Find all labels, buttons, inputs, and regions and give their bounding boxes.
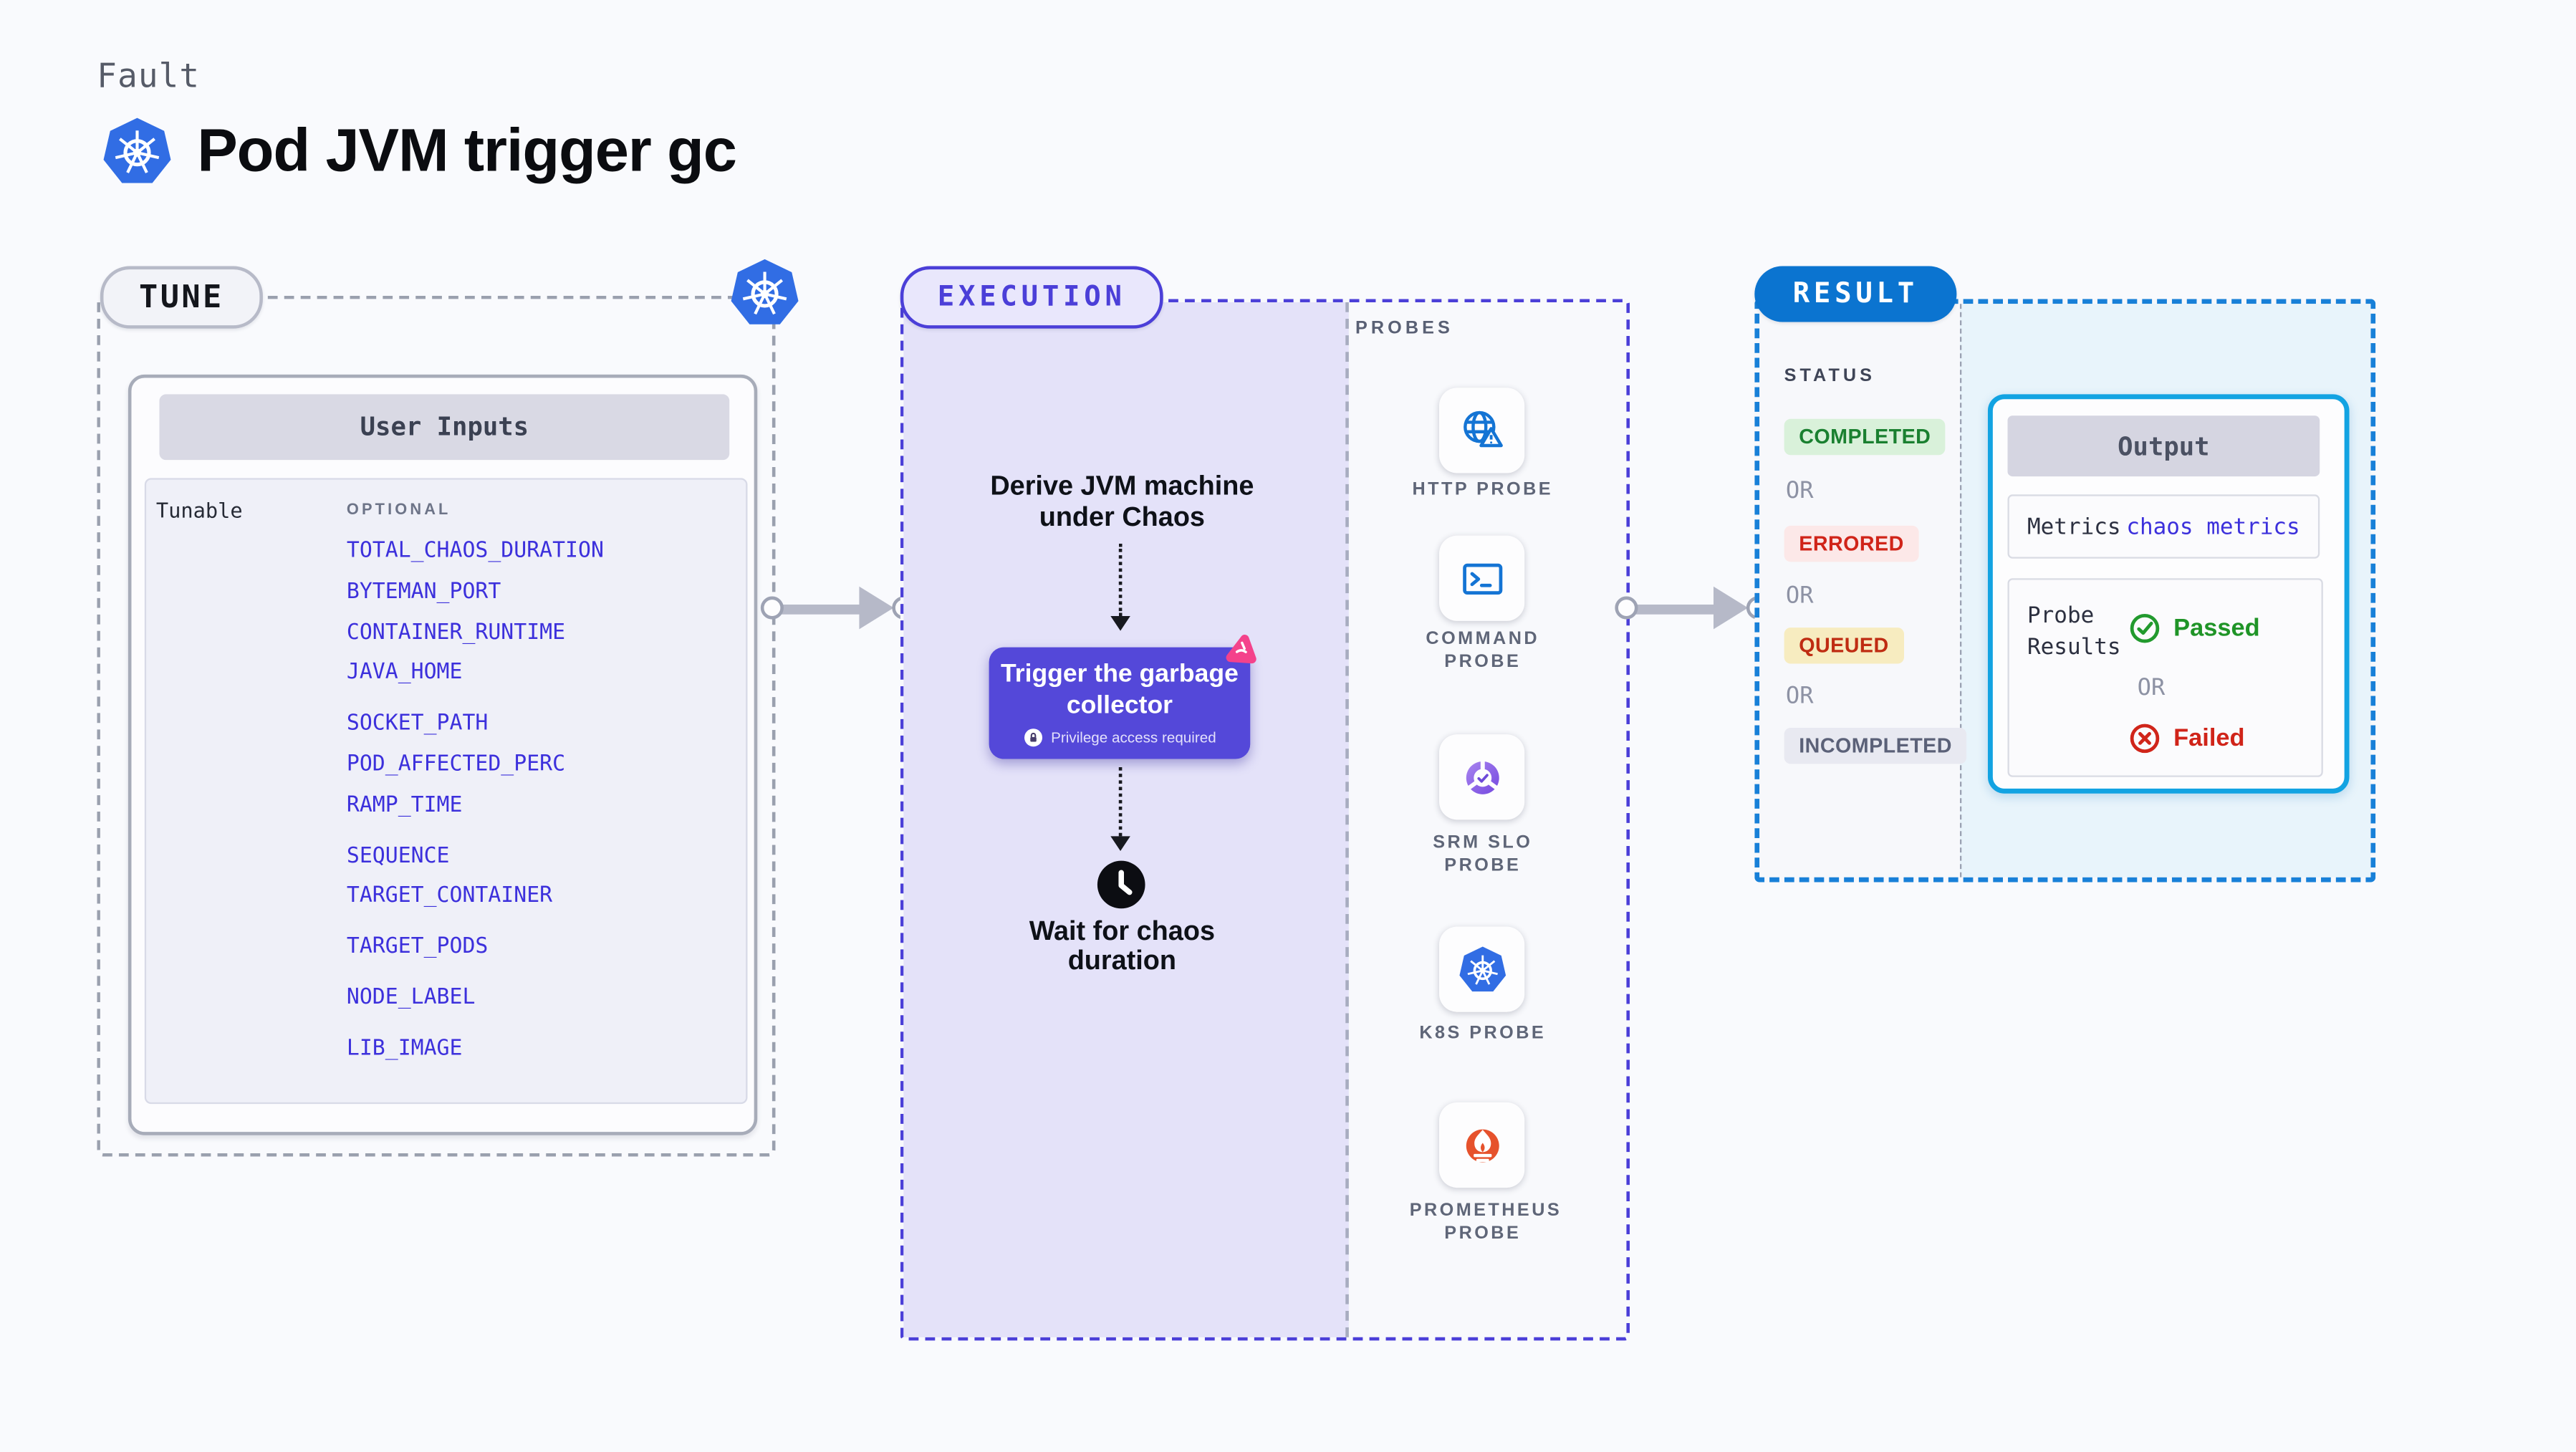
passed-label: Passed (2173, 614, 2260, 643)
page-title: Pod JVM trigger gc (197, 116, 737, 184)
probe-label: HTTP PROBE (1412, 479, 1554, 500)
param-link[interactable]: TARGET_CONTAINER (346, 884, 553, 910)
step-connector (1118, 767, 1123, 837)
param-link[interactable]: TARGET_PODS (346, 935, 489, 960)
output-header: Output (2007, 415, 2320, 477)
execution-lane (903, 302, 1349, 1337)
flow-arrow-tune-to-execution (760, 578, 915, 630)
trigger-gc-button[interactable]: Trigger the garbage collector Privilege … (989, 647, 1251, 759)
clock-icon (1097, 860, 1145, 909)
status-badge-completed: COMPLETED (1784, 418, 1946, 456)
trigger-gc-title: Trigger the garbage collector (1000, 660, 1239, 719)
probe-card-prometheus[interactable] (1438, 1102, 1525, 1188)
probes-label: PROBES (1355, 318, 1453, 339)
passed-check-icon (2130, 613, 2160, 643)
or-separator: OR (1785, 478, 1814, 505)
privilege-note: Privilege access required (1051, 729, 1216, 746)
kubernetes-logo-icon (100, 115, 174, 189)
result-badge: RESULT (1754, 266, 1957, 322)
arrow-endpoint-circle (1615, 596, 1638, 620)
arrow-head (859, 586, 894, 630)
probe-label: SRM SLO PROBE (1433, 832, 1533, 875)
probe-card-command[interactable] (1438, 535, 1525, 621)
srm-slo-probe-icon (1465, 758, 1499, 794)
param-link[interactable]: TOTAL_CHAOS_DURATION (346, 539, 604, 564)
probe-card-k8s[interactable] (1438, 926, 1525, 1012)
param-link[interactable]: POD_AFFECTED_PERC (346, 752, 566, 777)
arrow-head (1713, 586, 1749, 630)
tunable-group-label: Tunable (155, 497, 243, 523)
arrow-endpoint-circle (760, 596, 784, 620)
execution-badge: EXECUTION (900, 266, 1163, 329)
chaos-spark-icon (1226, 634, 1256, 664)
or-separator: OR (1785, 583, 1814, 610)
arrow-line (774, 603, 866, 614)
param-link[interactable]: SOCKET_PATH (346, 711, 489, 736)
status-badge-queued: QUEUED (1784, 628, 1904, 664)
arrow-line (1628, 603, 1721, 614)
metrics-value-link[interactable]: chaos metrics (2126, 513, 2300, 540)
tune-kubernetes-icon (728, 256, 802, 330)
probe-label: K8S PROBE (1419, 1023, 1547, 1044)
output-card: Output Metrics chaos metrics Probe Resul… (1987, 394, 2350, 794)
step-connector-arrowhead (1110, 616, 1130, 640)
user-inputs-card: User Inputs Tunable OPTIONAL TOTAL_CHAOS… (128, 374, 758, 1135)
tunable-param-list: TOTAL_CHAOS_DURATION BYTEMAN_PORT CONTAI… (347, 532, 604, 1070)
command-probe-icon (1462, 562, 1502, 594)
param-link[interactable]: BYTEMAN_PORT (346, 580, 501, 605)
user-inputs-header: User Inputs (159, 394, 730, 461)
failed-label: Failed (2173, 724, 2245, 753)
or-separator: OR (2137, 675, 2166, 702)
tune-badge: TUNE (100, 266, 263, 329)
status-badge-incompleted: INCOMPLETED (1784, 727, 1967, 764)
param-link[interactable]: CONTAINER_RUNTIME (346, 620, 566, 645)
tune-section (97, 295, 776, 1157)
wait-step-label: Wait for chaos duration (1029, 916, 1216, 976)
failed-verdict: Failed (2129, 723, 2245, 754)
param-link[interactable]: SEQUENCE (346, 843, 450, 869)
optional-label: OPTIONAL (346, 501, 451, 519)
probe-results-row: Probe Results Passed OR Failed (2007, 578, 2323, 777)
or-separator: OR (1785, 683, 1814, 710)
probe-card-http[interactable] (1438, 388, 1525, 473)
status-label: STATUS (1784, 366, 1876, 386)
param-link[interactable]: RAMP_TIME (346, 793, 463, 818)
probe-card-srm-slo[interactable] (1438, 734, 1525, 820)
flow-arrow-execution-to-result (1615, 578, 1769, 630)
probe-results-label: Probe Results (2027, 602, 2121, 660)
privilege-lock-icon (1024, 729, 1042, 747)
param-link[interactable]: LIB_IMAGE (346, 1036, 463, 1061)
failed-x-icon (2130, 723, 2160, 754)
derive-step-label: Derive JVM machine under Chaos (990, 471, 1254, 532)
step-connector-arrowhead (1110, 836, 1130, 860)
prometheus-probe-icon (1465, 1128, 1499, 1162)
probe-label: PROMETHEUS PROBE (1409, 1201, 1562, 1243)
status-badge-errored: ERRORED (1784, 525, 1919, 562)
tunable-panel: Tunable OPTIONAL TOTAL_CHAOS_DURATION BY… (144, 478, 748, 1105)
metrics-label: Metrics (2027, 513, 2121, 540)
probe-label: COMMAND PROBE (1426, 629, 1540, 671)
param-link[interactable]: JAVA_HOME (346, 660, 463, 686)
metrics-row: Metrics chaos metrics (2007, 494, 2320, 559)
fault-kicker: Fault (97, 55, 201, 96)
privilege-note-row: Privilege access required (989, 728, 1251, 748)
step-connector (1118, 544, 1123, 617)
passed-verdict: Passed (2129, 612, 2260, 644)
http-probe-icon (1462, 410, 1502, 447)
param-link[interactable]: NODE_LABEL (346, 985, 476, 1011)
k8s-probe-icon (1457, 944, 1506, 992)
